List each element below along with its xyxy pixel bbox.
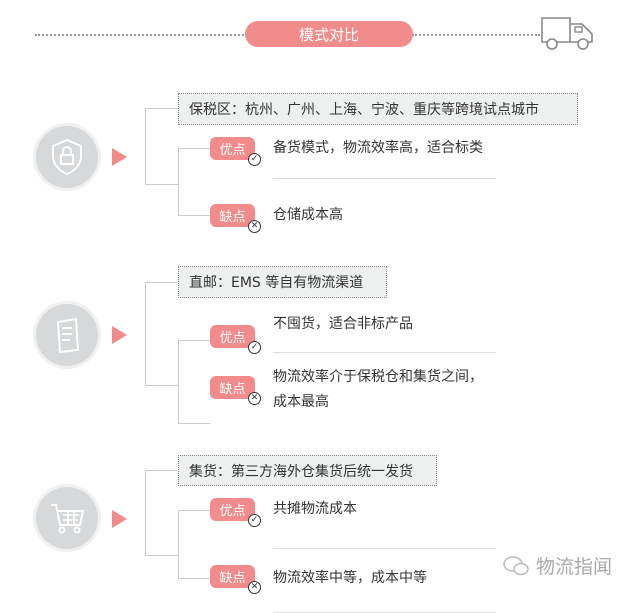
section-icon-circle xyxy=(36,487,98,549)
cross-icon: ✕ xyxy=(248,392,261,405)
arrow-icon xyxy=(112,326,127,344)
cross-icon: ✕ xyxy=(248,220,261,233)
bracket-line xyxy=(145,555,178,556)
section-header: 保税区：杭州、广州、上海、宁波、重庆等跨境试点城市 xyxy=(178,93,578,125)
title-divider-left xyxy=(35,34,247,36)
cons-badge: 缺点 xyxy=(210,565,255,588)
cons-text: 物流效率介于保税仓和集货之间， xyxy=(273,369,483,385)
watermark: 物流指闻 xyxy=(502,552,612,579)
bracket-line xyxy=(178,340,210,341)
section-icon-circle xyxy=(36,304,98,366)
bracket-line xyxy=(145,470,146,556)
cross-icon: ✕ xyxy=(248,581,261,594)
bracket-line xyxy=(145,282,178,283)
bracket-line xyxy=(145,108,178,109)
bracket-line xyxy=(145,282,146,385)
wechat-icon xyxy=(503,555,529,575)
cons-badge: 缺点 xyxy=(210,376,255,399)
page-title: 模式对比 xyxy=(245,21,413,47)
parcel-icon xyxy=(56,317,80,354)
cons-text: 物流效率中等，成本中等 xyxy=(273,570,427,586)
divider xyxy=(273,548,496,549)
bracket-line xyxy=(178,148,210,149)
divider xyxy=(273,178,496,179)
section-icon-circle xyxy=(36,126,98,188)
pros-badge: 优点 xyxy=(210,137,255,160)
cons-text: 成本最高 xyxy=(273,394,329,410)
bracket-line xyxy=(178,510,179,578)
shopping-cart-icon xyxy=(51,504,85,534)
title-divider-right xyxy=(412,34,540,36)
pros-text: 不囤货，适合非标产品 xyxy=(273,316,413,332)
bracket-line xyxy=(178,510,210,511)
pros-badge: 优点 xyxy=(210,325,255,348)
cons-text: 仓储成本高 xyxy=(273,207,343,223)
pros-badge: 优点 xyxy=(210,498,255,521)
bracket-line xyxy=(178,340,179,423)
arrow-icon xyxy=(112,510,127,528)
bracket-line xyxy=(145,470,178,471)
bracket-line xyxy=(178,578,210,579)
pros-text: 共摊物流成本 xyxy=(273,501,357,517)
bracket-line xyxy=(178,215,210,216)
truck-icon xyxy=(541,17,593,50)
pros-text: 备货模式，物流效率高，适合标类 xyxy=(273,140,483,156)
watermark-text: 物流指闻 xyxy=(536,556,613,578)
check-icon: ✓ xyxy=(248,153,261,166)
section-header: 直邮：EMS 等自有物流渠道 xyxy=(178,266,387,298)
bracket-line xyxy=(145,184,178,185)
arrow-icon xyxy=(112,148,127,166)
cons-badge: 缺点 xyxy=(210,204,255,227)
section-header: 集货：第三方海外仓集货后统一发货 xyxy=(178,455,437,486)
check-icon: ✓ xyxy=(248,341,261,354)
bracket-line xyxy=(145,385,178,386)
check-icon: ✓ xyxy=(248,514,261,527)
shield-lock-icon xyxy=(52,138,82,176)
divider xyxy=(273,352,496,353)
bracket-line xyxy=(178,148,179,215)
bracket-line xyxy=(178,423,210,424)
bracket-line xyxy=(145,108,146,185)
